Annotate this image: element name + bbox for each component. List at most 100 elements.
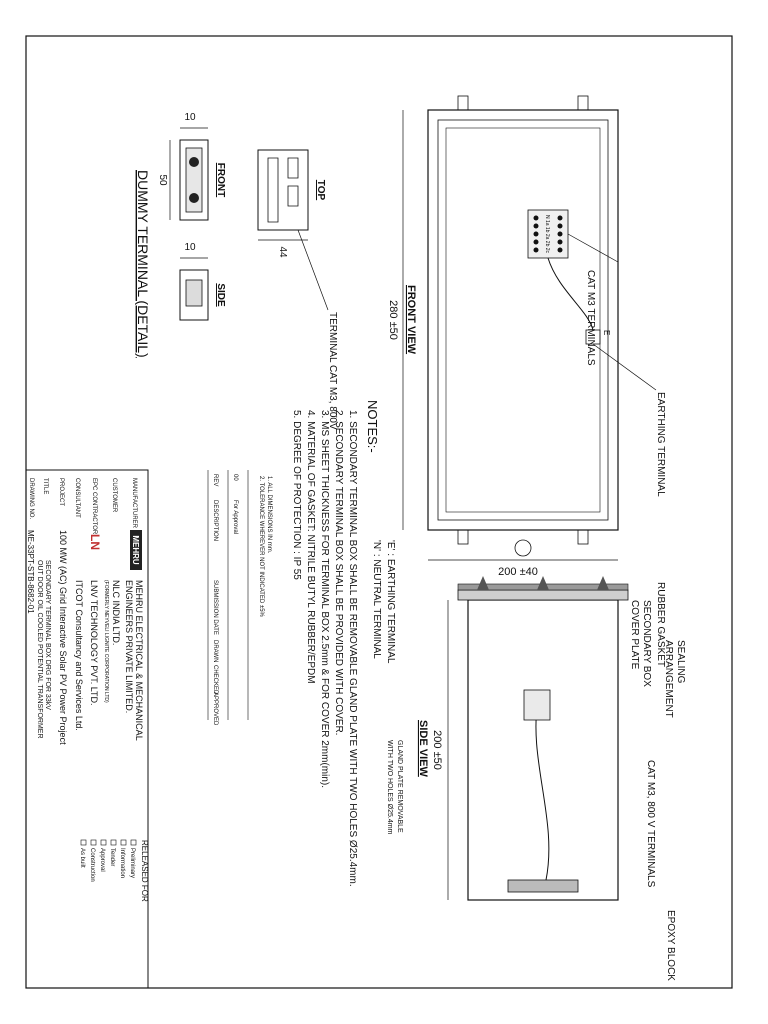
sealing-label: SEALING bbox=[675, 640, 686, 684]
dummy-front-body bbox=[179, 139, 209, 221]
title-block-frame bbox=[25, 469, 149, 989]
cat-800v-label: CAT M3, 800 V TERMINALS bbox=[645, 760, 656, 888]
dummy-screw-right bbox=[189, 193, 199, 203]
release-option-2: Tender bbox=[109, 848, 115, 866]
front-label: FRONT bbox=[215, 163, 226, 197]
terminal-numbers: N 1a 1b 2a 2b 2c bbox=[544, 215, 550, 254]
project-name: 100 MW (AC) Grid Interactive Solar PV Po… bbox=[58, 530, 68, 745]
release-option-3: Approval bbox=[99, 848, 105, 872]
general-note-1: 1. ALL DIMENSIONS IN mm. bbox=[266, 476, 272, 554]
lug-3 bbox=[577, 529, 589, 545]
side-label: SIDE bbox=[215, 283, 226, 307]
dim-10-top-text: 10 bbox=[184, 112, 196, 123]
dummy-side-body bbox=[179, 269, 209, 321]
release-option-0: Preliminary bbox=[129, 848, 135, 878]
front-view: N 1a 1b 2a 2b 2c E EARTHING TERMINAL CAT… bbox=[387, 95, 666, 578]
note-1: 1. SECONDARY TERMINAL BOX SHALL BE REMOV… bbox=[347, 410, 358, 887]
dim-10-bottom-text: 10 bbox=[184, 242, 196, 253]
lug-2 bbox=[457, 95, 469, 111]
description-label: DESCRIPTION bbox=[212, 500, 218, 541]
rev-row: 00 bbox=[232, 474, 238, 481]
cat-m3-terminals-label: CAT M3 TERMINALS bbox=[585, 270, 596, 366]
dummy-side-inner bbox=[185, 279, 203, 307]
release-checkbox-4[interactable] bbox=[90, 839, 97, 846]
title-line-1: SECONDARY TERMINAL BOX DRG FOR 33kV bbox=[44, 560, 51, 710]
lug-4 bbox=[457, 529, 469, 545]
sealing-label-2: ARRANGEMENT bbox=[663, 640, 674, 718]
manufacturer-name-2: ENGINEERS PRIVATE LIMITED. bbox=[124, 580, 134, 713]
drawn-label: DRAWN bbox=[212, 640, 218, 662]
title-line-2: OUT DOOR OIL COOLED POTENTIAL TRANSFORME… bbox=[36, 560, 43, 739]
side-terminal-block bbox=[523, 689, 551, 721]
gland-plate bbox=[507, 879, 579, 893]
title-label: TITLE bbox=[42, 478, 48, 494]
dim-44-text: 44 bbox=[277, 246, 288, 258]
dummy-screw-left bbox=[189, 157, 199, 167]
release-checkbox-0[interactable] bbox=[130, 839, 137, 846]
terminal-block-screws bbox=[533, 215, 563, 253]
earthing-leader bbox=[592, 343, 657, 391]
wing-nuts bbox=[477, 576, 609, 590]
epoxy-block-label: EPOXY BLOCK bbox=[665, 910, 676, 981]
gland-hole bbox=[514, 539, 532, 557]
lug-1 bbox=[577, 95, 589, 111]
manufacturer-name-1: MEHRU ELECTRICAL & MECHANICAL bbox=[134, 580, 144, 741]
notes-block: NOTES:- 1. SECONDARY TERMINAL BOX SHALL … bbox=[291, 400, 396, 887]
drawing-no: ME-33PT-STB-8682-01 bbox=[26, 530, 35, 614]
side-cover-plate bbox=[457, 589, 629, 601]
side-view-title: SIDE VIEW bbox=[417, 720, 429, 777]
notes-heading: NOTES:- bbox=[365, 400, 380, 453]
dim-200-40-text: 200 ±40 bbox=[498, 566, 538, 578]
secondary-box-label-2: COVER PLATE bbox=[629, 600, 640, 670]
earthing-terminal-label: EARTHING TERMINAL bbox=[655, 392, 666, 497]
dim-280-text: 280 ±50 bbox=[387, 300, 399, 340]
cat-terminals-leader bbox=[567, 233, 619, 263]
note-2: 2. SECONDARY TERMINAL BOX SHALL BE PROVI… bbox=[333, 410, 344, 735]
rev-label: REV bbox=[212, 474, 218, 486]
side-wire bbox=[535, 699, 550, 881]
revision-table: 00 For Approval REV DESCRIPTION SUBMISSI… bbox=[207, 470, 249, 726]
release-checkbox-5[interactable] bbox=[80, 839, 87, 846]
rev-desc: For Approval bbox=[232, 500, 238, 534]
lnv-logo: LN bbox=[88, 534, 102, 550]
dummy-top-detail bbox=[267, 157, 299, 223]
front-box-outer bbox=[427, 109, 619, 531]
release-option-1: Information bbox=[119, 848, 125, 878]
release-option-4: Construction bbox=[89, 848, 95, 882]
e-mark: E bbox=[602, 330, 611, 335]
drawing-no-label: DRAWING NO. bbox=[28, 478, 34, 519]
epc-label: EPC CONTRACTOR bbox=[91, 478, 97, 535]
manufacturer-label: MANUFACTURER bbox=[131, 478, 137, 529]
release-options: Preliminary Information Tender Approval … bbox=[79, 839, 137, 882]
secondary-box-label: SECONDARY BOX bbox=[641, 600, 652, 687]
top-label: TOP bbox=[315, 180, 326, 201]
front-box-inner bbox=[437, 119, 609, 521]
customer-label: CUSTOMER bbox=[111, 478, 117, 513]
note-3: 3. MS SHEET THICKNESS FOR TERMINAL BOX 2… bbox=[319, 410, 330, 788]
epc-name: LNV TECHNOLOGY PVT. LTD. bbox=[89, 580, 99, 706]
dummy-terminal-title: DUMMY TERMINAL (DETAIL) bbox=[135, 170, 151, 358]
release-checkbox-2[interactable] bbox=[110, 839, 117, 846]
consultant-name: ITCOT Consultancy and Services Ltd. bbox=[74, 580, 84, 731]
front-box-gasket bbox=[445, 127, 601, 513]
released-for-label: RELEASED FOR bbox=[140, 840, 149, 902]
dummy-top-body bbox=[257, 149, 309, 231]
customer-name: NLC INDIA LTD. bbox=[111, 580, 121, 645]
terminal-cat-text: TERMINAL CAT M3, 800V bbox=[327, 312, 338, 430]
release-checkbox-1[interactable] bbox=[120, 839, 127, 846]
note-5: 5. DEGREE OF PROTECTION : IP 55 bbox=[291, 410, 302, 580]
consultant-label: CONSULTANT bbox=[74, 478, 80, 518]
dim-200-50-text: 200 ±50 bbox=[431, 730, 443, 770]
release-option-5: As built bbox=[79, 848, 85, 868]
general-note-2: 2. TOLERANCE WHEREVER NOT INDICATED ±5% bbox=[258, 476, 264, 618]
release-checkbox-3[interactable] bbox=[100, 839, 107, 846]
gland-note-2: WITH TWO HOLES Ø25.4mm bbox=[386, 740, 393, 835]
side-view: 200 ±50 SIDE VIEW RUBBER GASKET SECONDAR… bbox=[386, 576, 686, 981]
legend-e: 'E' : EARTHING TERMINAL bbox=[385, 540, 396, 664]
earth-wire bbox=[547, 257, 594, 331]
front-view-title: FRONT VIEW bbox=[405, 285, 417, 355]
approved-label: APPROVED bbox=[212, 692, 218, 726]
